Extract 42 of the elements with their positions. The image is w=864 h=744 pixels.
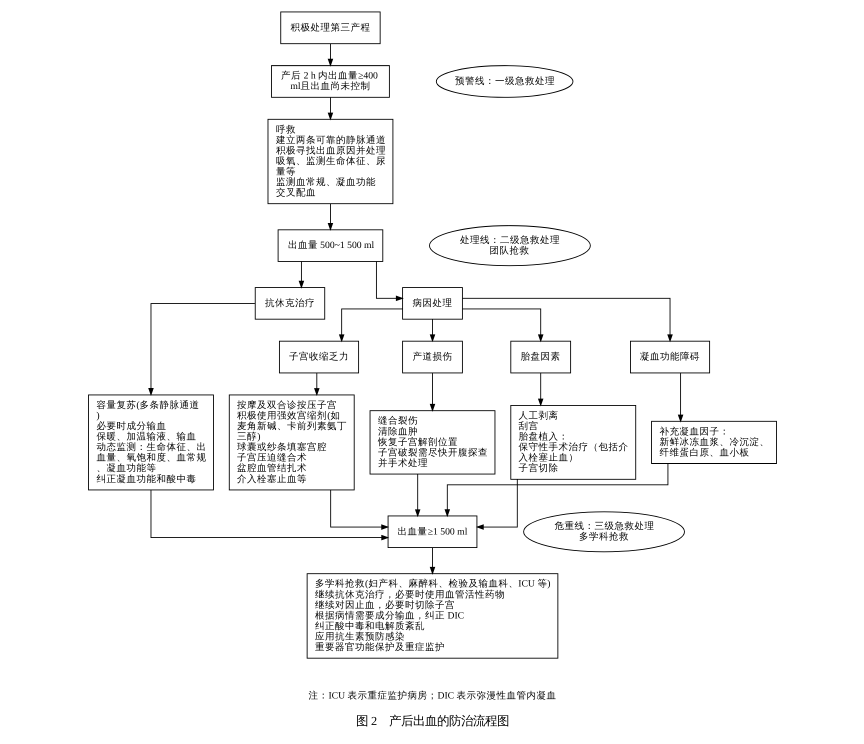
arrow	[414, 474, 420, 518]
arrow	[444, 463, 668, 518]
arrow	[677, 372, 683, 423]
arrow	[375, 261, 404, 302]
node-box: 抗休克治疗	[254, 287, 325, 320]
arrow	[429, 548, 435, 575]
node-box: 缝合裂伤 清除血肿 恢复子宫解剖位置 子宫破裂需尽快开腹探查并手术处理	[369, 410, 495, 474]
node-box: 多学科抢救(妇产科、麻醉科、检验及输血科、ICU 等) 继续抗休克治疗，必要时使用血管活性药物 继续对因止血，必要时切除子宫 根据病情需要成分输血，纠正 DIC 纠正酸中毒和电解质紊乱 应用抗生素预防感染 重要器官功能保护及重症监护	[306, 573, 558, 659]
arrow	[429, 319, 435, 342]
node-box: 按摩及双合诊按压子宫 积极使用强效宫缩剂(如麦角新碱、卡前列素氨丁三醇) 球囊或纱条填塞宫腔 子宫压迫缝合术 盆腔血管结扎术 介入栓塞止血等	[228, 394, 354, 490]
node-box: 产后 2 h 内出血量≥400 ml且出血尚未控制	[270, 65, 390, 98]
arrow	[330, 489, 389, 530]
arrow	[327, 43, 333, 67]
node-ellipse: 预警线：一级急救处理	[435, 65, 573, 98]
arrow	[148, 303, 255, 396]
node-box: 出血量≥1 500 ml	[387, 516, 477, 548]
arrow	[314, 372, 320, 396]
arrow	[327, 203, 333, 231]
node-box: 胎盘因素	[510, 340, 571, 374]
arrow	[298, 261, 304, 289]
node-box: 积极处理第三产程	[280, 12, 380, 44]
node-box: 容量复苏(多条静脉通道) 必要时成分输血 保暖、加温输液、输血 动态监测：生命体征、出血量、氧饱和度、血常规、凝血功能等 纠正凝血功能和酸中毒	[88, 394, 214, 490]
arrow	[462, 308, 543, 342]
node-ellipse: 处理线：二级急救处理 团队抢救	[428, 225, 590, 266]
arrow	[537, 372, 543, 406]
node-box: 人工剥离 刮宫 胎盘植入： 保守性手术治疗（包括介入栓塞止血） 子宫切除	[510, 405, 636, 480]
arrow	[429, 372, 435, 412]
node-box: 病因处理	[402, 287, 462, 320]
node-box: 产道损伤	[402, 340, 462, 374]
node-box: 凝血功能障碍	[630, 340, 710, 374]
node-box: 子宫收缩乏力	[278, 340, 359, 374]
arrow	[338, 308, 402, 342]
arrow	[327, 97, 333, 120]
arrow	[462, 298, 672, 342]
arrow	[150, 490, 389, 540]
node-ellipse: 危重线：三级急救处理 多学科抢救	[522, 511, 684, 552]
caption: 图 2 产后出血的防治流程图	[355, 714, 509, 728]
node-box: 补充凝血因子： 新鲜冰冻血浆、冷沉淀、纤维蛋白原、血小板	[650, 420, 776, 464]
arrow	[475, 479, 518, 530]
label: 注：ICU 表示重症监护病房；DIC 表示弥漫性血管内凝血	[308, 690, 556, 702]
node-box: 呼救 建立两条可靠的静脉通道 积极寻找出血原因并处理 吸氧、监测生命体征、尿量等 监测血常规、凝血功能 交叉配血	[267, 118, 393, 204]
node-box: 出血量 500~1 500 ml	[277, 229, 383, 262]
